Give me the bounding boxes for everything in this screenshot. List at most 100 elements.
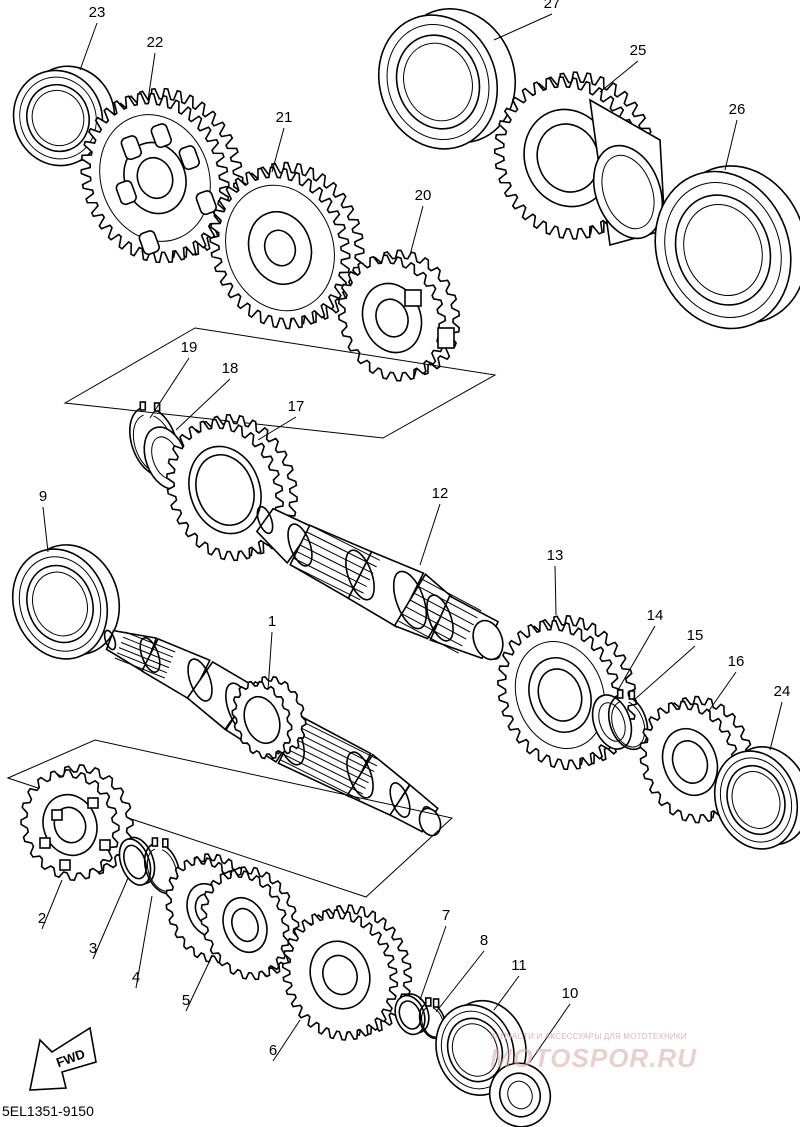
part-number-19: 19 xyxy=(181,339,198,356)
bearing-27 xyxy=(377,7,517,150)
gear-2-dog xyxy=(99,839,111,851)
shaft-1-splines-a xyxy=(114,631,176,679)
gear-inner-ring xyxy=(514,640,606,750)
spline-line xyxy=(417,585,478,619)
spline-line xyxy=(114,657,165,679)
bearing-inner-race xyxy=(674,194,772,306)
circlip-lug xyxy=(616,689,624,699)
spline-line xyxy=(288,742,369,784)
leader-line-27 xyxy=(493,13,553,41)
fwd-arrow-icon xyxy=(29,1026,97,1091)
part-number-25: 25 xyxy=(630,42,647,59)
leader-line-12 xyxy=(419,503,441,566)
bearing-bore xyxy=(32,571,88,637)
spline-line xyxy=(120,641,172,663)
part-number-6: 6 xyxy=(269,1042,277,1059)
leader-line-6 xyxy=(272,1019,301,1062)
circlip-inner xyxy=(611,701,646,748)
spline-line xyxy=(409,599,471,633)
leader-line-18 xyxy=(175,378,231,431)
spline-line xyxy=(293,731,375,773)
leader-line-14 xyxy=(617,625,656,691)
watermark-brand: MOTOSPOR.RU xyxy=(490,1043,697,1073)
bearing-face xyxy=(654,170,792,330)
circlip-15 xyxy=(607,689,649,751)
gear-hub xyxy=(188,445,262,535)
leader-line-8 xyxy=(435,950,485,1013)
spline-line xyxy=(402,613,463,647)
bearing-outer-race xyxy=(386,23,490,141)
bearing-inner-race xyxy=(446,1017,504,1083)
spline-line xyxy=(299,719,381,761)
leader-line-19 xyxy=(149,357,190,419)
part-number-3: 3 xyxy=(89,940,97,957)
gear-2-dog xyxy=(87,797,99,809)
spline-line xyxy=(309,524,381,561)
leader-line-20 xyxy=(409,205,424,256)
spline-line xyxy=(303,537,374,574)
bearing-bore xyxy=(731,771,781,829)
bearing-face xyxy=(11,548,109,660)
gear-bore xyxy=(136,156,174,200)
circlip-lug xyxy=(432,998,440,1008)
part-number-4: 4 xyxy=(132,969,140,986)
shaft-section xyxy=(426,594,454,642)
shaft-section xyxy=(346,751,374,799)
circlip-lug xyxy=(139,401,147,411)
group-bracket-upper xyxy=(63,327,497,439)
gear-hub xyxy=(661,727,719,797)
part-number-9: 9 xyxy=(39,488,47,505)
spline-line xyxy=(122,636,174,658)
spline-line xyxy=(296,551,367,588)
bearing-outer-race xyxy=(440,1010,510,1090)
part-number-23: 23 xyxy=(89,4,106,21)
part-number-11: 11 xyxy=(511,957,527,974)
gear-window xyxy=(138,230,160,256)
bearing-outer-race xyxy=(18,556,102,652)
gear-window xyxy=(120,135,142,161)
spline-line xyxy=(405,606,467,640)
gear-bore xyxy=(231,907,259,943)
spline-line xyxy=(398,620,459,654)
bearing-bore xyxy=(403,42,473,122)
gear-bore xyxy=(671,740,709,784)
bearing-face xyxy=(377,14,499,150)
circlip-ring xyxy=(607,695,649,751)
gear-bore xyxy=(537,668,583,722)
shaft-section xyxy=(392,570,428,630)
part-number-14: 14 xyxy=(647,607,664,624)
gear-hub xyxy=(528,657,592,733)
gear-teeth xyxy=(231,680,293,760)
spline-line xyxy=(118,647,170,669)
leader-line-2 xyxy=(41,879,63,930)
part-number-24: 24 xyxy=(774,683,791,700)
shaft-12 xyxy=(255,505,502,660)
part-number-13: 13 xyxy=(547,547,564,564)
shaft-1-splines-b xyxy=(279,719,381,801)
gear-window xyxy=(115,180,137,206)
bearing-outer-race xyxy=(719,757,793,843)
document-number: 5EL1351-9150 xyxy=(2,1103,94,1119)
part-number-21: 21 xyxy=(276,109,293,126)
part-number-16: 16 xyxy=(728,653,745,670)
gear-hub xyxy=(243,695,281,745)
shaft-12-end xyxy=(472,619,504,661)
part-number-22: 22 xyxy=(147,34,164,51)
leader-line-11 xyxy=(493,975,520,1011)
gear-hub xyxy=(361,282,423,354)
part-number-26: 26 xyxy=(729,101,746,118)
spline-line xyxy=(291,736,372,778)
leader-line-24 xyxy=(769,701,783,751)
gear-inner-ring xyxy=(99,114,211,242)
leader-line-26 xyxy=(724,119,738,171)
bearing-24 xyxy=(713,746,800,850)
bearing-bore xyxy=(683,203,763,297)
gear-hub xyxy=(42,793,98,857)
part-number-12: 12 xyxy=(432,485,449,502)
gear-bore xyxy=(195,454,255,526)
spline-line xyxy=(296,725,378,767)
spline-line xyxy=(299,544,371,581)
part-labels: 1234567891011121314151617181920212223242… xyxy=(38,0,791,1063)
